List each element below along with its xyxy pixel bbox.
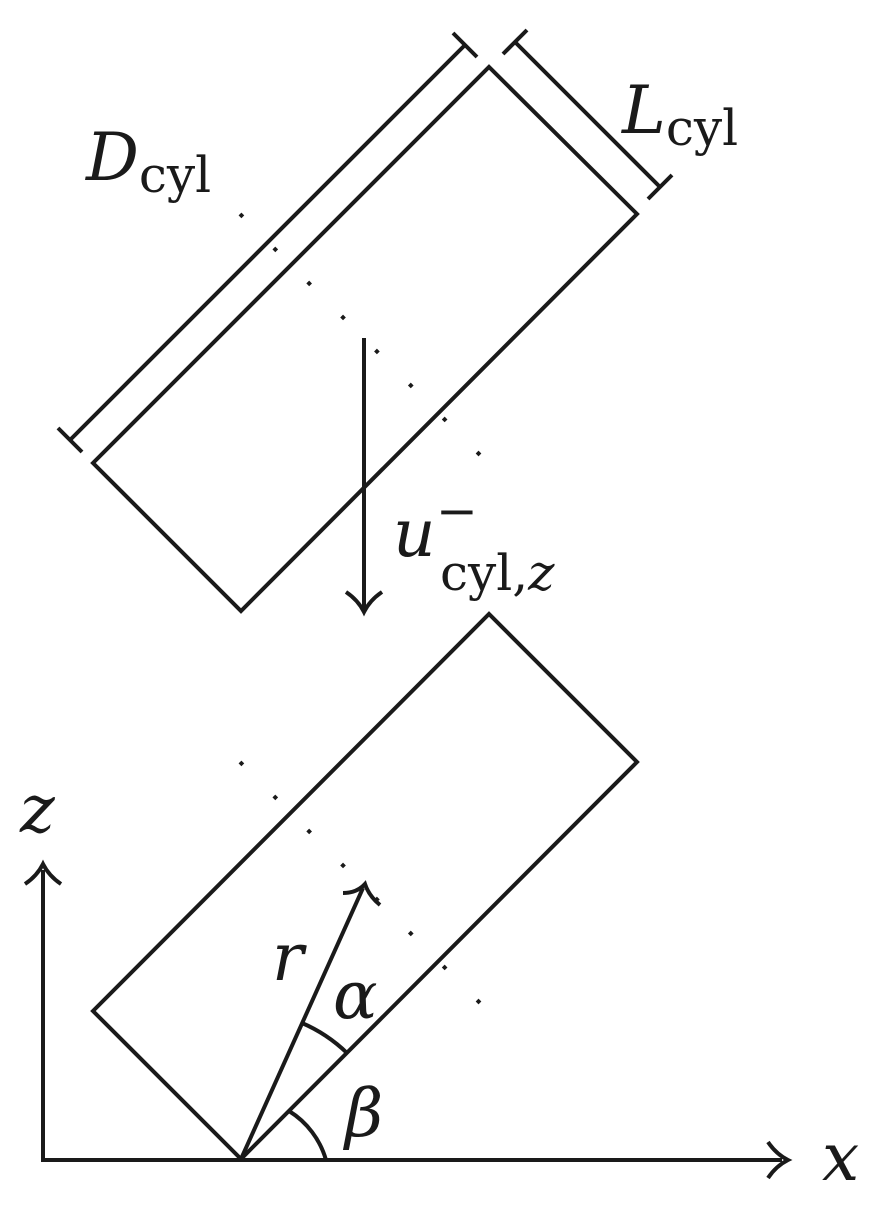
beta-label: β bbox=[342, 1075, 383, 1152]
upper-cylinder bbox=[90, 64, 640, 614]
svg-text:cyl,z: cyl,z bbox=[440, 544, 555, 602]
length-label: Lcyl bbox=[621, 72, 738, 157]
angle-beta-arc bbox=[287, 1109, 328, 1161]
x-axis-label: x bbox=[822, 1119, 859, 1196]
diameter-label: Dcyl bbox=[85, 119, 211, 204]
svg-text:u: u bbox=[393, 495, 436, 572]
lower-cylinder bbox=[90, 611, 640, 1162]
alpha-label: α bbox=[333, 957, 378, 1034]
angle-alpha-arc bbox=[301, 1021, 349, 1055]
radius-label: r bbox=[272, 919, 307, 996]
upper-cylinder-centerline bbox=[238, 212, 489, 464]
lower-cylinder-centerline bbox=[238, 760, 489, 1012]
length-dimension bbox=[501, 28, 674, 201]
velocity-label: u − cyl,z bbox=[393, 482, 555, 602]
z-axis bbox=[23, 859, 63, 1160]
diameter-dimension bbox=[56, 31, 479, 454]
velocity-arrow bbox=[344, 338, 384, 617]
x-axis bbox=[41, 1140, 793, 1180]
z-axis-label: z bbox=[19, 771, 56, 848]
svg-text:−: − bbox=[436, 482, 478, 540]
